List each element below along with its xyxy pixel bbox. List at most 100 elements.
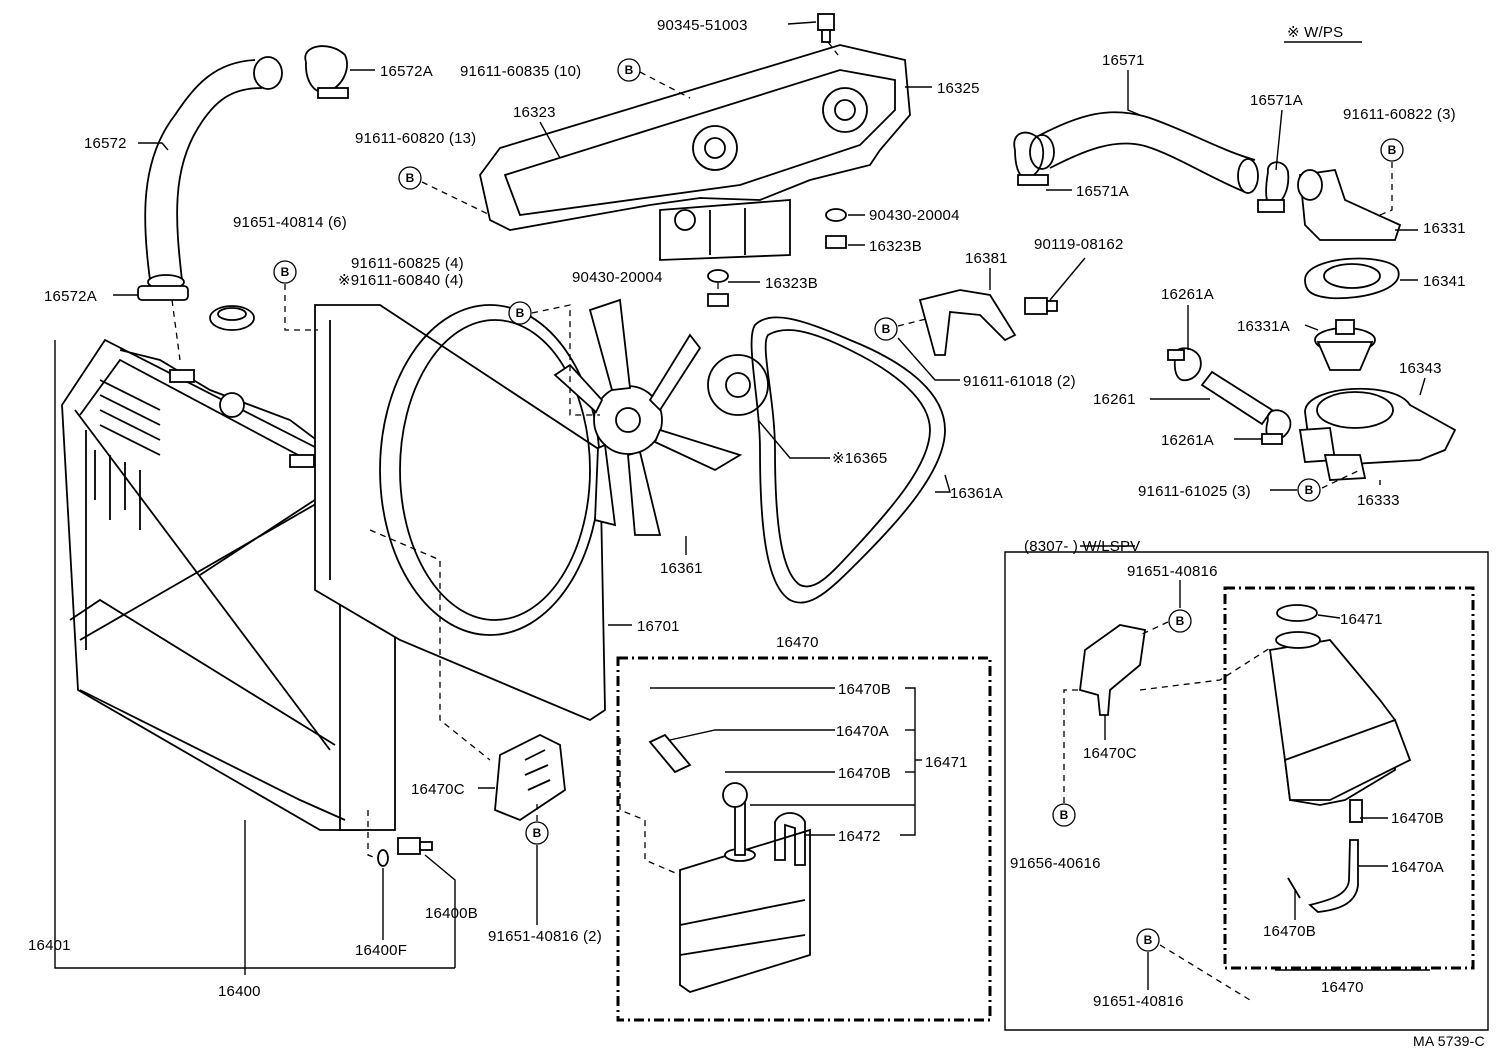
label-16401: 16401 (28, 937, 71, 954)
svg-text:B: B (533, 826, 542, 840)
label-16471: 16471 (925, 754, 968, 771)
bolt-symbol-2: B (398, 166, 422, 190)
label-91611-61018: 91611-61018 (2) (963, 373, 1076, 390)
reservoir-hose-16470A (648, 733, 692, 774)
cooling-fan (553, 298, 743, 536)
bolt-symbol-8: B (525, 821, 549, 845)
inset-reservoir (1268, 631, 1412, 823)
inset-cap (1276, 604, 1318, 622)
bypass-hose-16261 (1200, 370, 1274, 426)
water-outlet-housing (479, 44, 911, 261)
label-16400F: 16400F (355, 942, 407, 959)
v-belt (750, 316, 946, 604)
label-16261A-top: 16261A (1161, 286, 1214, 303)
label-16572A-lower: 16572A (44, 288, 97, 305)
fan-shroud (314, 304, 606, 722)
label-91611-60820: 91611-60820 (13) (355, 130, 476, 147)
label-16400: 16400 (218, 983, 261, 1000)
label-inset-91651-40816-bottom: 91651-40816 (1093, 993, 1184, 1010)
reservoir-kit-frame (616, 656, 992, 1022)
upper-radiator-hose (144, 56, 283, 290)
lspv-inset-box (1004, 551, 1489, 1031)
svg-text:B: B (1176, 614, 1185, 628)
label-16400B: 16400B (425, 905, 478, 922)
svg-text:B: B (1305, 483, 1314, 497)
label-16365: ※16365 (832, 450, 887, 467)
label-16381: 16381 (965, 250, 1008, 267)
label-16325: 16325 (937, 80, 980, 97)
water-inlet-16331 (1297, 169, 1402, 241)
label-91651-40814: 91651-40814 (6) (233, 214, 347, 231)
label-16572A-top: 16572A (380, 63, 433, 80)
svg-text:B: B (516, 306, 525, 320)
inset-bracket (1079, 624, 1147, 716)
label-90119-08162: 90119-08162 (1034, 236, 1124, 253)
label-91651-40816-2: 91651-40816 (2) (488, 928, 602, 945)
hose-clamp-upper (304, 45, 349, 99)
label-16261: 16261 (1093, 391, 1136, 408)
label-inset-16470: 16470 (1321, 979, 1364, 996)
svg-text:B: B (1144, 933, 1153, 947)
label-91611-60840: ※91611-60840 (4) (338, 272, 464, 289)
radiator-cap (209, 305, 255, 331)
dashed-leaders (171, 41, 1393, 1001)
label-wps: ※ W/PS (1287, 24, 1343, 41)
leader-lines (54, 21, 1430, 990)
label-90430-20004-top: 90430-20004 (869, 207, 960, 224)
svg-text:B: B (406, 171, 415, 185)
bracket-16381 (918, 289, 1017, 356)
svg-text:B: B (1060, 808, 1069, 822)
label-16361A: 16361A (950, 485, 1003, 502)
label-16323B-lower: 16323B (765, 275, 818, 292)
label-91611-60825: 91611-60825 (4) (351, 255, 464, 272)
svg-text:B: B (281, 265, 290, 279)
label-16341: 16341 (1423, 273, 1466, 290)
hose-clamp-lower (137, 285, 189, 301)
label-inset-16470B-lower: 16470B (1263, 923, 1316, 940)
inset-hose (1287, 839, 1359, 913)
fan-pulley (707, 354, 769, 416)
gasket-plug-lower (707, 269, 729, 307)
gasket-16341 (1304, 257, 1400, 300)
label-16361: 16361 (660, 560, 703, 577)
bolt-symbol-9: B (1168, 609, 1192, 633)
label-16571: 16571 (1102, 52, 1145, 69)
label-16472: 16472 (838, 828, 881, 845)
gasket-plug-upper (825, 208, 847, 249)
hose-clamp-16571A-right (1257, 161, 1290, 213)
bolt-symbol-6: B (1380, 138, 1404, 162)
label-figure-code: MA 5739-C (1413, 1033, 1485, 1049)
label-91611-60835: 91611-60835 (10) (460, 63, 581, 80)
label-inset-title: (8307- ) W/LSPV (1024, 538, 1140, 555)
bolt-symbol-1: B (617, 58, 641, 82)
bolt-90345 (817, 13, 835, 43)
label-16571A-left: 16571A (1076, 183, 1129, 200)
label-16323: 16323 (513, 104, 556, 121)
thermostat-housing-16343 (1298, 387, 1457, 481)
label-91611-61025: 91611-61025 (3) (1138, 483, 1251, 500)
label-16470B-lower: 16470B (838, 765, 891, 782)
label-16333: 16333 (1357, 492, 1400, 509)
inset-kit-frame (1223, 586, 1475, 970)
label-16470C: 16470C (411, 781, 465, 798)
drain-plug-16400F (377, 849, 389, 867)
label-90430-20004-lower: 90430-20004 (572, 269, 663, 286)
bolt-symbol-4: B (508, 301, 532, 325)
bolt-symbol-7: B (1297, 478, 1321, 502)
label-16701: 16701 (637, 618, 680, 635)
label-16331: 16331 (1423, 220, 1466, 237)
label-inset-16470C: 16470C (1083, 745, 1137, 762)
drain-cock (397, 837, 433, 855)
label-inset-91651-40816-top: 91651-40816 (1127, 563, 1218, 580)
temp-switch (1024, 297, 1058, 315)
bolt-symbol-3: B (273, 260, 297, 284)
hose-clamp-16571A-left (1013, 131, 1049, 186)
label-91611-60822: 91611-60822 (3) (1343, 106, 1456, 123)
label-16261A-bottom: 16261A (1161, 432, 1214, 449)
label-16323B-top: 16323B (869, 238, 922, 255)
svg-text:B: B (1388, 143, 1397, 157)
label-16470A: 16470A (836, 723, 889, 740)
hose-16571 (1029, 111, 1259, 194)
